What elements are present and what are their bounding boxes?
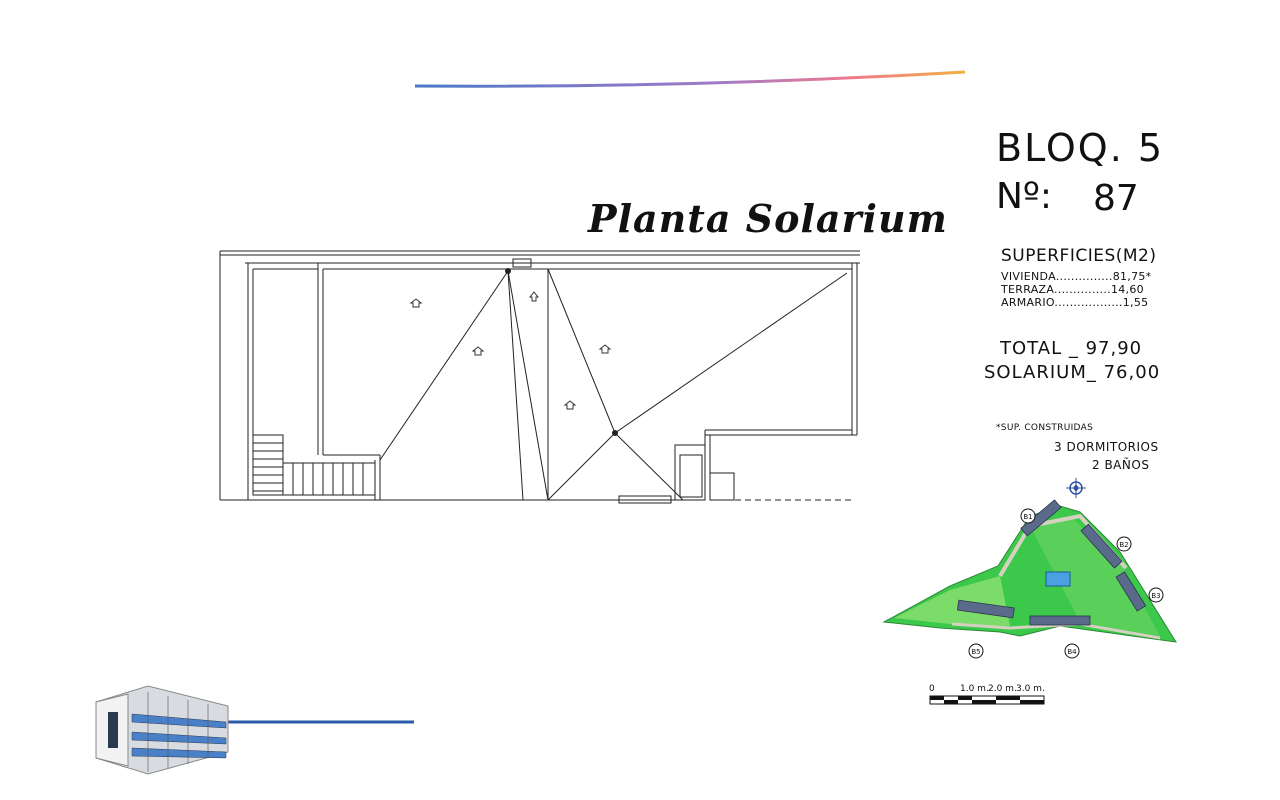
- solarium-floor-plan: [219, 250, 860, 504]
- superficie-label: TERRAZA...............: [1001, 283, 1111, 296]
- site-block-label: B3: [1151, 592, 1160, 600]
- total-label: TOTAL _: [1000, 338, 1079, 359]
- header-gradient-line: [414, 70, 966, 88]
- superficie-value: 14,60: [1110, 283, 1144, 296]
- compass-icon: [1066, 478, 1086, 498]
- scale-label: 1.0 m.: [960, 684, 989, 694]
- superficie-value: 1,55: [1122, 296, 1149, 309]
- scale-label: 3.0 m.: [1016, 684, 1045, 694]
- superficies-title: SUPERFICIES(M2): [1001, 246, 1157, 266]
- solarium-value: 76,00: [1103, 362, 1161, 383]
- site-block-label: B1: [1023, 513, 1032, 521]
- superficie-row-vivienda: VIVIENDA...............81,75*: [1001, 270, 1151, 283]
- superficie-label: VIVIENDA...............: [1001, 270, 1113, 283]
- superficies-table: VIVIENDA...............81,75* TERRAZA...…: [1001, 270, 1151, 309]
- site-block-label: B5: [971, 648, 980, 656]
- solarium-row: SOLARIUM_ 76,00: [984, 362, 1160, 383]
- superficie-row-armario: ARMARIO..................1,55: [1001, 296, 1151, 309]
- building-logo: [95, 685, 414, 775]
- scale-label: 0: [929, 684, 935, 694]
- scale-label: 2.0 m.: [988, 684, 1017, 694]
- block-number: BLOQ. 5: [996, 126, 1165, 170]
- superficie-label: ARMARIO..................: [1001, 296, 1123, 309]
- solarium-label: SOLARIUM_: [984, 362, 1097, 383]
- superficie-value: 81,75*: [1112, 270, 1152, 283]
- site-location-map: B1 B2 B3 B4 B5: [882, 478, 1177, 659]
- unit-number-value: 87: [1093, 178, 1139, 219]
- built-area-note: *SUP. CONSTRUIDAS: [996, 423, 1094, 433]
- bedrooms-count: 3 DORMITORIOS: [1054, 440, 1159, 454]
- bathrooms-count: 2 BAÑOS: [1092, 458, 1150, 472]
- total-value: 97,90: [1085, 338, 1143, 359]
- plan-title: Planta Solarium: [588, 196, 948, 241]
- total-row: TOTAL _ 97,90: [1000, 338, 1142, 359]
- site-block-label: B2: [1119, 541, 1128, 549]
- unit-number-label: Nº:: [996, 176, 1053, 217]
- scale-bar: 0 1.0 m. 2.0 m. 3.0 m.: [929, 684, 1045, 705]
- site-block-label: B4: [1067, 648, 1077, 656]
- superficie-row-terraza: TERRAZA...............14,60: [1001, 283, 1151, 296]
